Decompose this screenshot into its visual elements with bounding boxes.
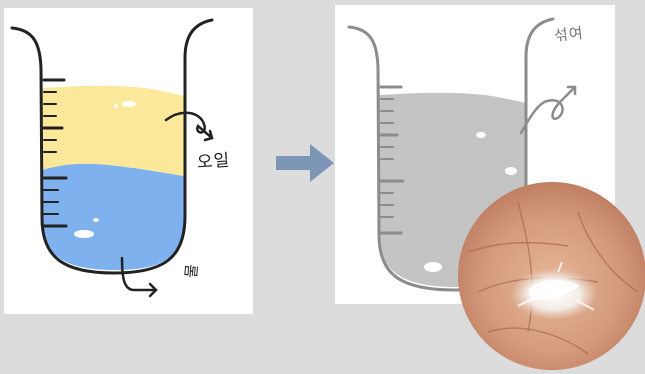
oil-label: 오일 — [196, 150, 231, 173]
highlight — [114, 104, 118, 108]
palm-photo-image — [458, 182, 645, 370]
separated-beaker — [10, 18, 214, 298]
measurement-ticks — [379, 85, 405, 235]
water-layer — [42, 163, 184, 270]
measurement-ticks — [42, 78, 68, 228]
curved-arrow-icon — [164, 111, 214, 140]
beaker-outline — [347, 17, 555, 292]
oil-layer — [42, 85, 184, 176]
curved-arrow-icon — [519, 85, 577, 135]
water-label: 물 — [181, 262, 202, 279]
mixed-label: 섞여 — [553, 23, 585, 45]
highlight — [74, 230, 94, 238]
palm-photo — [458, 182, 645, 370]
beaker-outline — [10, 18, 214, 275]
highlight — [122, 101, 136, 107]
highlight — [424, 262, 442, 272]
arrow-right-icon — [276, 144, 334, 182]
highlight — [476, 132, 486, 138]
highlight — [93, 218, 99, 222]
highlight — [505, 167, 517, 175]
separated-beaker-panel — [4, 8, 253, 314]
curved-arrow-icon — [120, 256, 158, 292]
